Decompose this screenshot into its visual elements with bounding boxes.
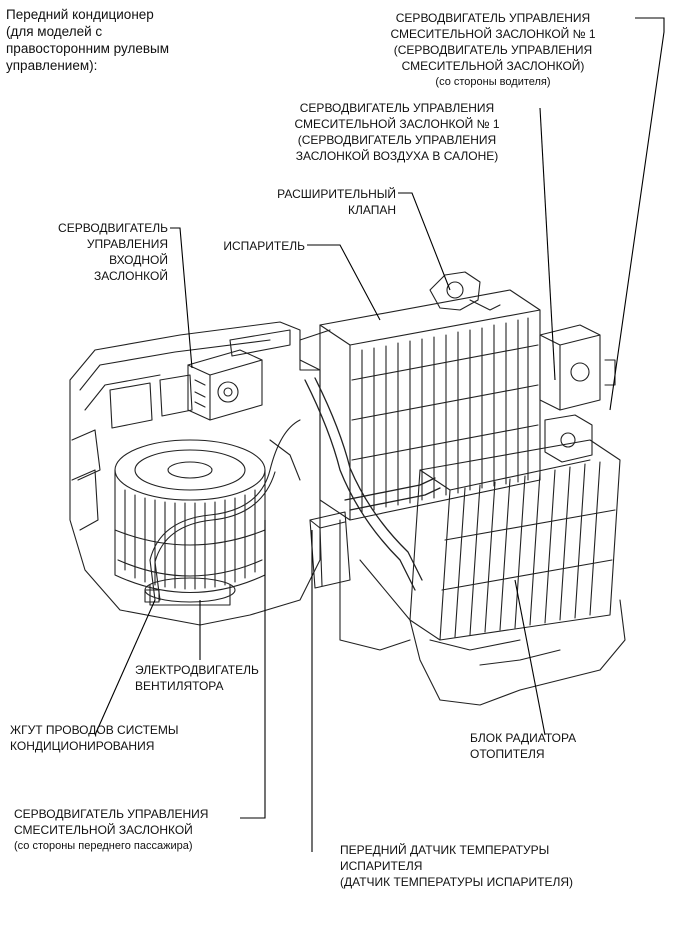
evap-temp-sensor-drawing: [309, 511, 351, 589]
label-line: (СЕРВОДВИГАТЕЛЬ УПРАВЛЕНИЯ: [393, 43, 593, 57]
label-line: ВЕНТИЛЯТОРА: [135, 679, 224, 693]
label-line: ЗАСЛОНКОЙ: [94, 269, 168, 283]
label-line: УПРАВЛЕНИЯ: [86, 237, 168, 251]
label-blend-servo-cabin: СЕРВОДВИГАТЕЛЬ УПРАВЛЕНИЯ СМЕСИТЕЛЬНОЙ З…: [262, 100, 532, 164]
intake-servo-drawing: [187, 349, 263, 421]
label-wire-harness: ЖГУТ ПРОВОДОВ СИСТЕМЫ КОНДИЦИОНИРОВАНИЯ: [10, 722, 179, 754]
label-line: (со стороны переднего пассажира): [14, 840, 193, 852]
label-line: СЕРВОДВИГАТЕЛЬ УПРАВЛЕНИЯ: [395, 11, 591, 25]
label-line: ПЕРЕДНИЙ ДАТЧИК ТЕМПЕРАТУРЫ: [340, 843, 550, 857]
label-line: (ДАТЧИК ТЕМПЕРАТУРЫ ИСПАРИТЕЛЯ): [340, 875, 574, 889]
label-line: СМЕСИТЕЛЬНОЙ ЗАСЛОНКОЙ: [14, 823, 193, 837]
label-line: СМЕСИТЕЛЬНОЙ ЗАСЛОНКОЙ): [401, 59, 585, 73]
label-line: СМЕСИТЕЛЬНОЙ ЗАСЛОНКОЙ № 1: [390, 27, 596, 41]
blend-servo-cabin-drawing: [544, 414, 593, 463]
label-line: СЕРВОДВИГАТЕЛЬ УПРАВЛЕНИЯ: [14, 807, 209, 821]
label-line: ВХОДНОЙ: [109, 253, 168, 267]
heater-core-drawing: [409, 439, 621, 641]
title-line-3: правосторонним рулевым: [6, 41, 169, 56]
title-line-4: управлением):: [6, 58, 98, 73]
label-blower-motor: ЭЛЕКТРОДВИГАТЕЛЬ ВЕНТИЛЯТОРА: [135, 662, 259, 694]
label-line: СМЕСИТЕЛЬНОЙ ЗАСЛОНКОЙ № 1: [294, 117, 500, 131]
title-line-1: Передний кондиционер: [6, 7, 154, 22]
page-title: Передний кондиционер (для моделей с прав…: [6, 6, 169, 74]
leader-lines: [94, 17, 665, 852]
label-line: БЛОК РАДИАТОРА: [470, 731, 577, 745]
label-line: РАСШИРИТЕЛЬНЫЙ: [277, 187, 396, 201]
hvac-housing: [69, 321, 321, 626]
label-line: ЭЛЕКТРОДВИГАТЕЛЬ: [135, 663, 259, 677]
expansion-valve-drawing: [429, 271, 501, 311]
leader-expansion-valve: [398, 192, 451, 291]
blend-servo-driver-drawing: [539, 324, 616, 411]
label-line: (со стороны водителя): [435, 76, 551, 88]
label-evap-temp-sensor: ПЕРЕДНИЙ ДАТЧИК ТЕМПЕРАТУРЫ ИСПАРИТЕЛЯ (…: [340, 842, 573, 890]
label-line: ИСПАРИТЕЛЬ: [223, 239, 305, 253]
label-line: СЕРВОДВИГАТЕЛЬ УПРАВЛЕНИЯ: [299, 101, 495, 115]
lower-duct-drawing: [339, 519, 626, 706]
label-line: КОНДИЦИОНИРОВАНИЯ: [10, 739, 155, 753]
label-line: СЕРВОДВИГАТЕЛЬ: [58, 221, 168, 235]
label-line: ЗАСЛОНКОЙ ВОЗДУХА В САЛОНЕ): [295, 149, 499, 163]
refrigerant-pipes-drawing: [304, 377, 441, 591]
blower-housing: [114, 439, 266, 606]
leader-intake-servo: [170, 227, 193, 369]
harness-wires-drawing: [144, 419, 301, 603]
leader-blend-passenger: [240, 520, 266, 819]
leader-evaporator: [307, 244, 381, 321]
label-line: ОТОПИТЕЛЯ: [470, 747, 545, 761]
label-blend-servo-driver: СЕРВОДВИГАТЕЛЬ УПРАВЛЕНИЯ СМЕСИТЕЛЬНОЙ З…: [358, 10, 628, 90]
leader-blend-driver: [609, 17, 665, 411]
label-heater-core: БЛОК РАДИАТОРА ОТОПИТЕЛЯ: [470, 730, 576, 762]
leader-wire-harness: [94, 599, 156, 736]
label-line: ИСПАРИТЕЛЯ: [340, 859, 423, 873]
label-evaporator: ИСПАРИТЕЛЬ: [200, 238, 305, 254]
label-expansion-valve: РАСШИРИТЕЛЬНЫЙ КЛАПАН: [250, 186, 396, 218]
title-line-2: (для моделей с: [6, 24, 103, 39]
evaporator-drawing: [299, 289, 541, 521]
label-line: (СЕРВОДВИГАТЕЛЬ УПРАВЛЕНИЯ: [297, 133, 497, 147]
label-blend-servo-passenger: СЕРВОДВИГАТЕЛЬ УПРАВЛЕНИЯ СМЕСИТЕЛЬНОЙ З…: [14, 806, 208, 854]
label-line: КЛАПАН: [347, 203, 396, 217]
leader-heater-core: [514, 579, 546, 736]
leader-blend-cabin: [539, 107, 556, 381]
label-intake-servo: СЕРВОДВИГАТЕЛЬ УПРАВЛЕНИЯ ВХОДНОЙ ЗАСЛОН…: [20, 220, 168, 284]
label-line: ЖГУТ ПРОВОДОВ СИСТЕМЫ: [10, 723, 179, 737]
